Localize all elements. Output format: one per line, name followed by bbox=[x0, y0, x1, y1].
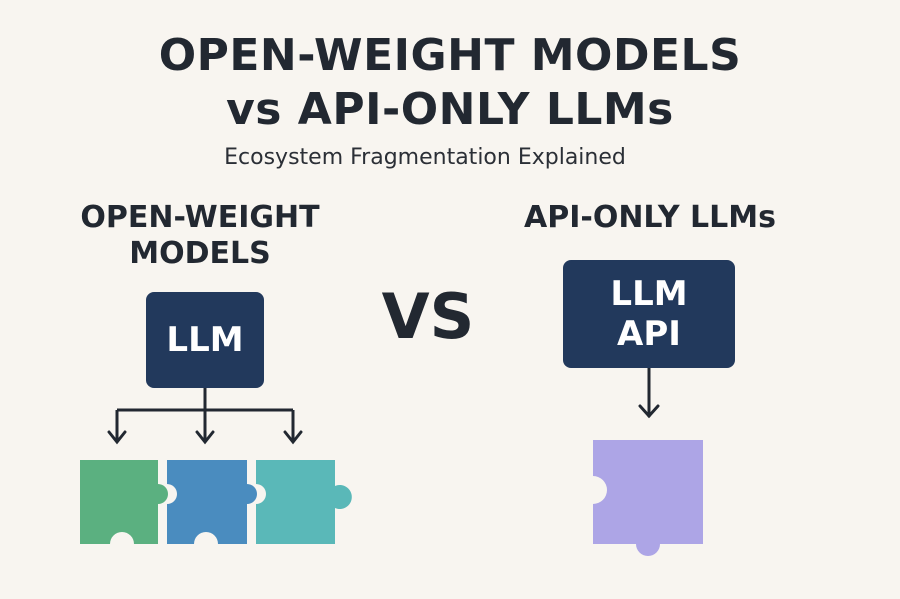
title-line-2: vs API-ONLY LLMs bbox=[226, 84, 674, 135]
open-weight-llm-box: LLM bbox=[146, 292, 264, 388]
left-arrowheads bbox=[107, 430, 303, 445]
left-connector-lines bbox=[115, 388, 295, 440]
api-box-line-2: API bbox=[617, 314, 681, 354]
llm-box-label: LLM bbox=[166, 320, 244, 360]
arrowhead-icon bbox=[107, 430, 127, 445]
vs-label: VS bbox=[381, 280, 475, 353]
puzzle-piece-purple bbox=[593, 440, 703, 556]
arrowhead-icon bbox=[283, 430, 303, 445]
puzzle-piece-blue bbox=[167, 460, 257, 544]
api-llm-box: LLM API bbox=[563, 260, 735, 368]
api-box-line-1: LLM bbox=[610, 274, 688, 314]
title-line-1: OPEN-WEIGHT MODELS bbox=[158, 30, 742, 81]
right-connector bbox=[638, 366, 660, 419]
arrowhead-icon bbox=[195, 430, 215, 445]
open-weight-heading-line-2: MODELS bbox=[129, 236, 271, 271]
open-weight-heading-line-1: OPEN-WEIGHT bbox=[80, 200, 320, 235]
puzzle-piece-teal bbox=[256, 460, 352, 544]
subtitle: Ecosystem Fragmentation Explained bbox=[224, 145, 626, 170]
puzzle-piece-green bbox=[80, 460, 168, 544]
arrowhead-icon bbox=[638, 404, 660, 419]
open-weight-heading: OPEN-WEIGHT MODELS bbox=[40, 200, 360, 272]
api-only-heading: API-ONLY LLMs bbox=[524, 200, 776, 235]
